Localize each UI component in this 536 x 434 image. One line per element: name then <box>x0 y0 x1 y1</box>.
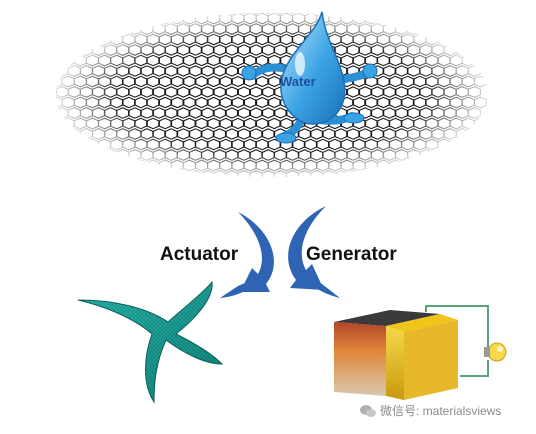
generator-device <box>334 305 489 400</box>
generator-label: Generator <box>306 244 397 265</box>
light-bulb-icon <box>484 342 507 362</box>
graphene-sheet <box>56 13 488 177</box>
actuator-film <box>77 280 224 404</box>
actuator-label: Actuator <box>160 244 239 265</box>
arrow-to-actuator <box>238 212 274 292</box>
arrow-to-generator <box>288 206 326 290</box>
wechat-icon <box>360 404 376 417</box>
watermark: 微信号: materialsviews <box>360 402 501 419</box>
arrow-to-generator-head <box>298 272 340 298</box>
arrow-to-actuator-head <box>220 274 266 298</box>
water-drop-icon <box>241 11 378 144</box>
cycle-arrows <box>220 206 340 298</box>
watermark-text: 微信号: materialsviews <box>380 404 502 418</box>
water-label: Water <box>280 74 316 89</box>
